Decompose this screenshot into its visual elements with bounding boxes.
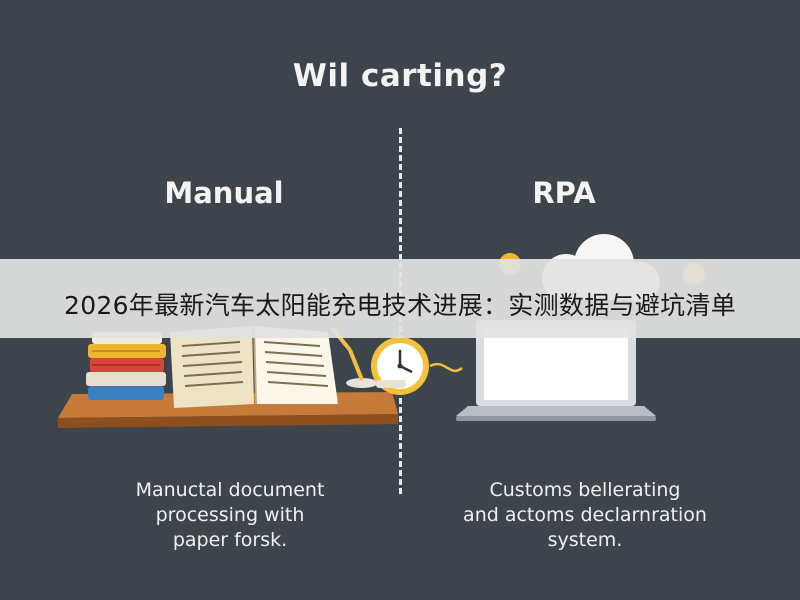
page-title: Wil carting? — [292, 58, 508, 94]
manual-heading: Manual — [164, 176, 284, 210]
manual-caption: Manuctal document processing with paper … — [135, 479, 325, 551]
banner-title: 2026年最新汽车太阳能充电技术进展：实测数据与避坑清单 — [63, 291, 737, 320]
rpa-caption: Customs bellerating and actoms declarnra… — [463, 479, 707, 551]
laptop-icon — [456, 320, 656, 421]
open-document-icon — [170, 325, 338, 408]
rpa-heading: RPA — [532, 176, 596, 210]
overlay-banner — [0, 259, 800, 338]
alarm-clock-icon — [371, 337, 429, 395]
stacked-books-icon — [86, 332, 166, 400]
